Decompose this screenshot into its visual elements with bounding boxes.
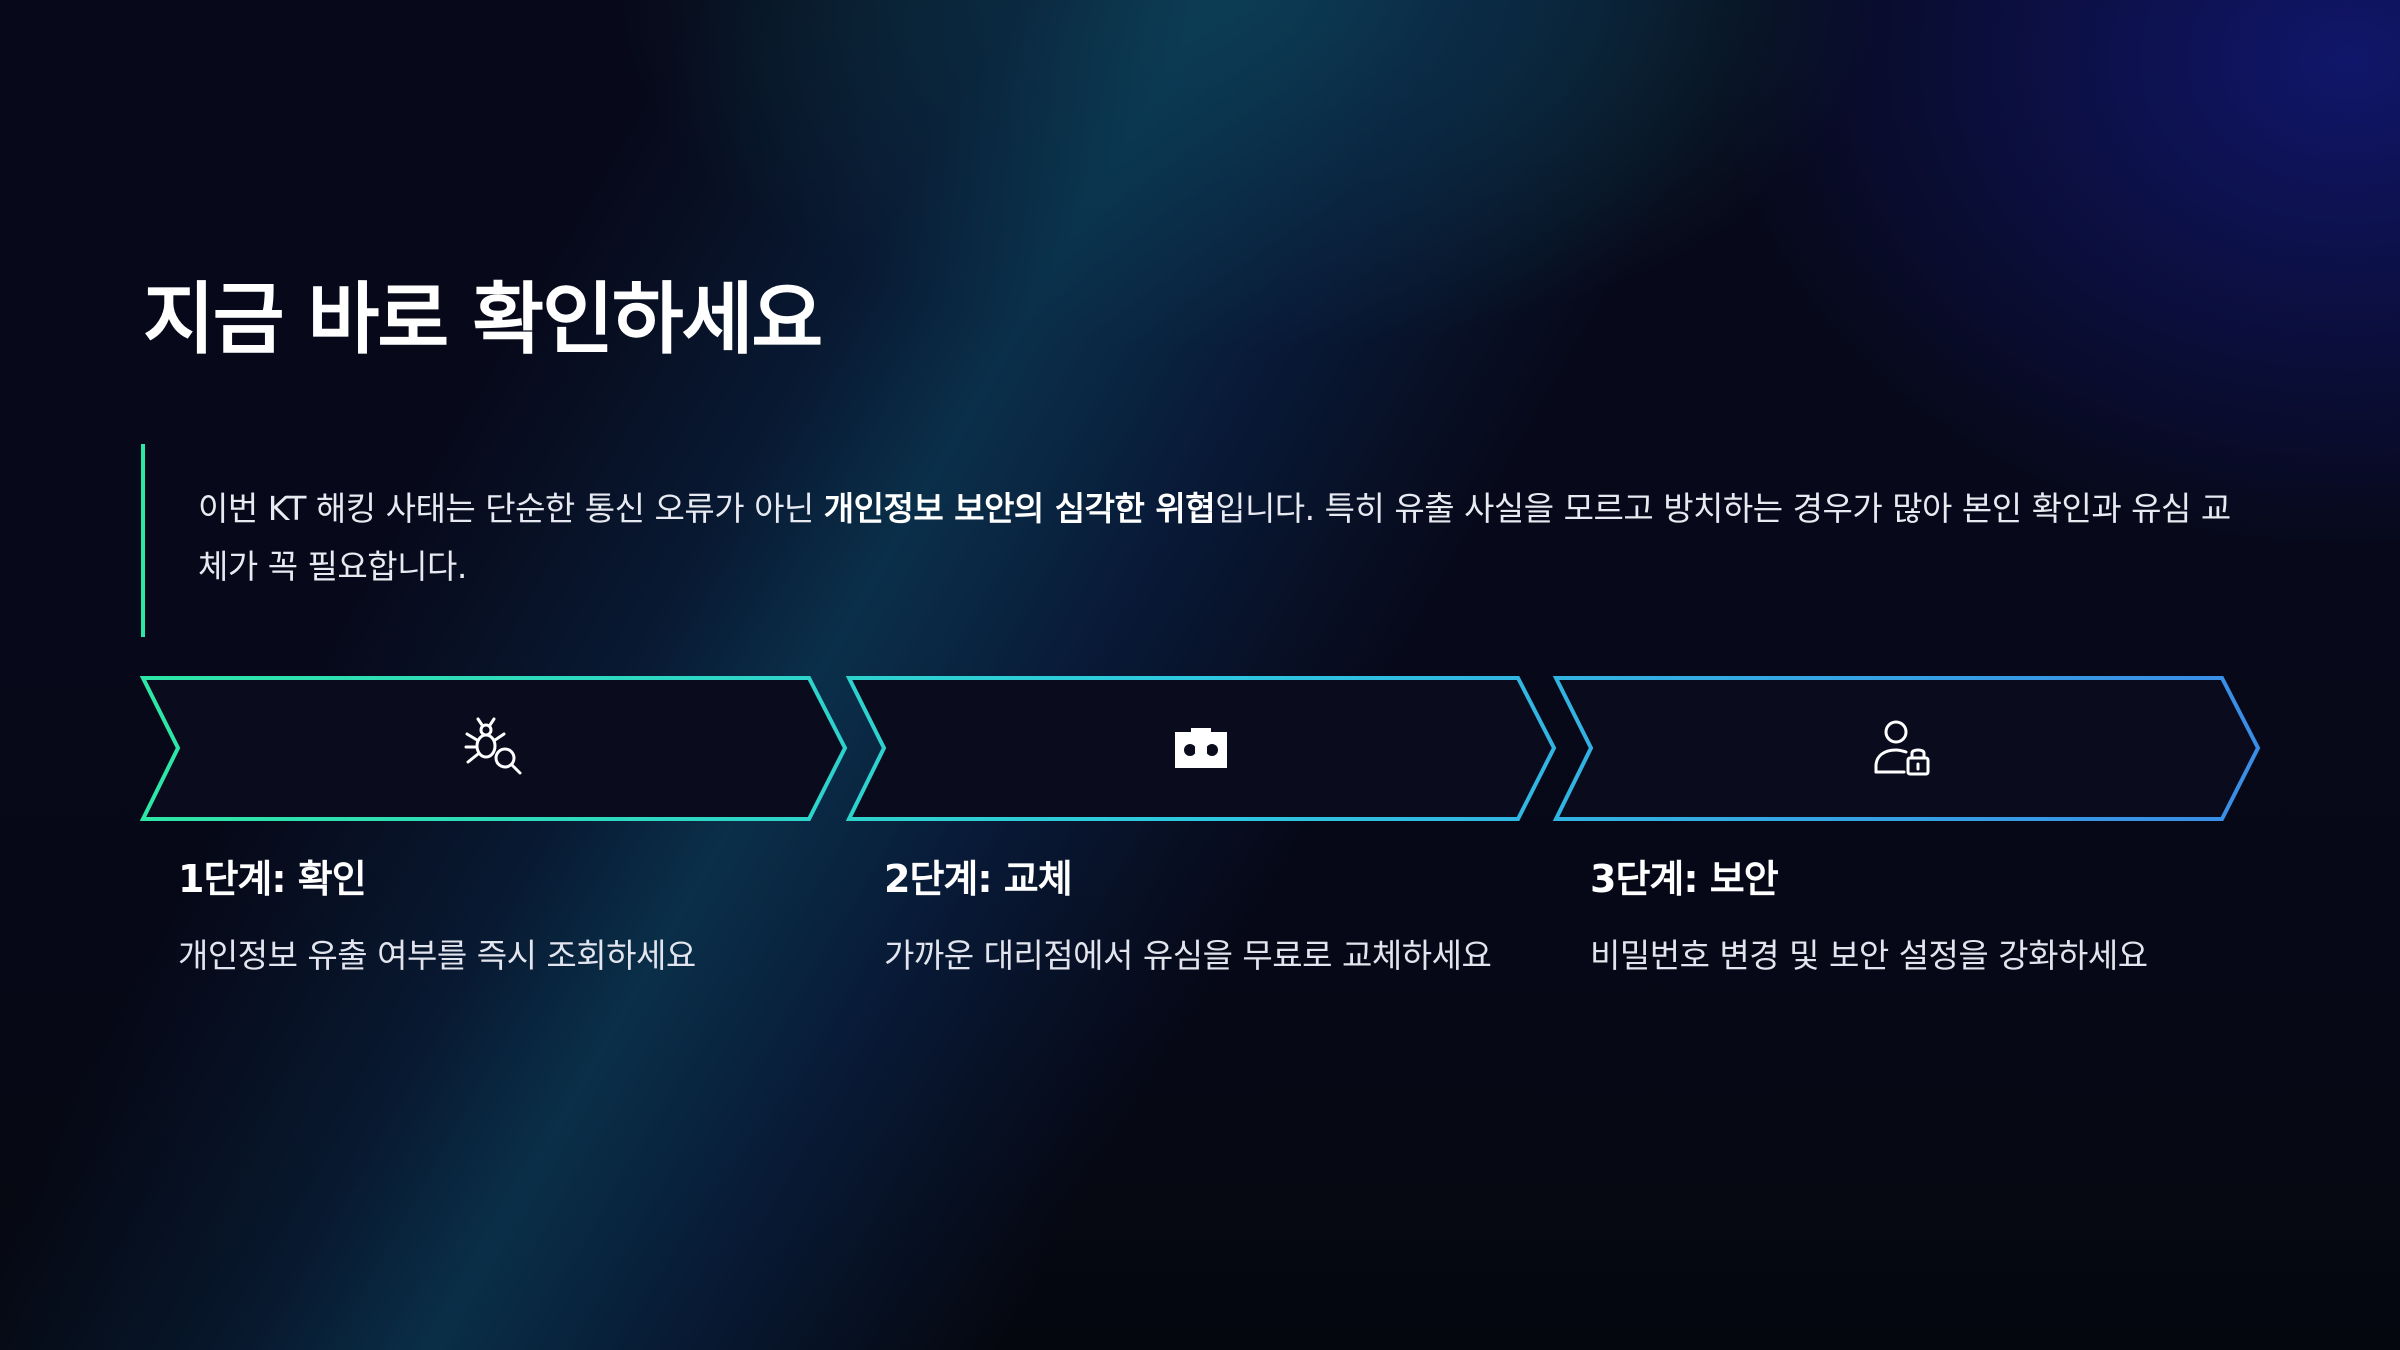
intro-text-after: 입니다. 특히 유출 사실을 모르고 방치하는 경우가 많아 본인 확인과 유심… <box>198 489 2231 586</box>
bug-search-icon <box>464 717 522 775</box>
page-title: 지금 바로 확인하세요 <box>143 275 823 365</box>
step-3-title: 3단계: 보안 <box>1590 857 1779 901</box>
step-1-description: 개인정보 유출 여부를 즉시 조회하세요 <box>178 936 696 975</box>
step-2-description: 가까운 대리점에서 유심을 무료로 교체하세요 <box>884 936 1492 975</box>
step-1-title: 1단계: 확인 <box>178 857 367 901</box>
intro-callout: 이번 KT 해킹 사태는 단순한 통신 오류가 아닌 개인정보 보안의 심각한 … <box>141 444 2265 637</box>
user-lock-icon <box>1874 720 1930 776</box>
step-2-title: 2단계: 교체 <box>884 857 1073 901</box>
intro-text-bold: 개인정보 보안의 심각한 위협 <box>823 489 1216 528</box>
intro-text: 이번 KT 해킹 사태는 단순한 통신 오류가 아닌 개인정보 보안의 심각한 … <box>198 480 2258 596</box>
step-3-description: 비밀번호 변경 및 보안 설정을 강화하세요 <box>1590 936 2148 975</box>
sim-card-icon <box>1175 728 1227 768</box>
intro-text-before: 이번 KT 해킹 사태는 단순한 통신 오류가 아닌 <box>198 489 824 528</box>
